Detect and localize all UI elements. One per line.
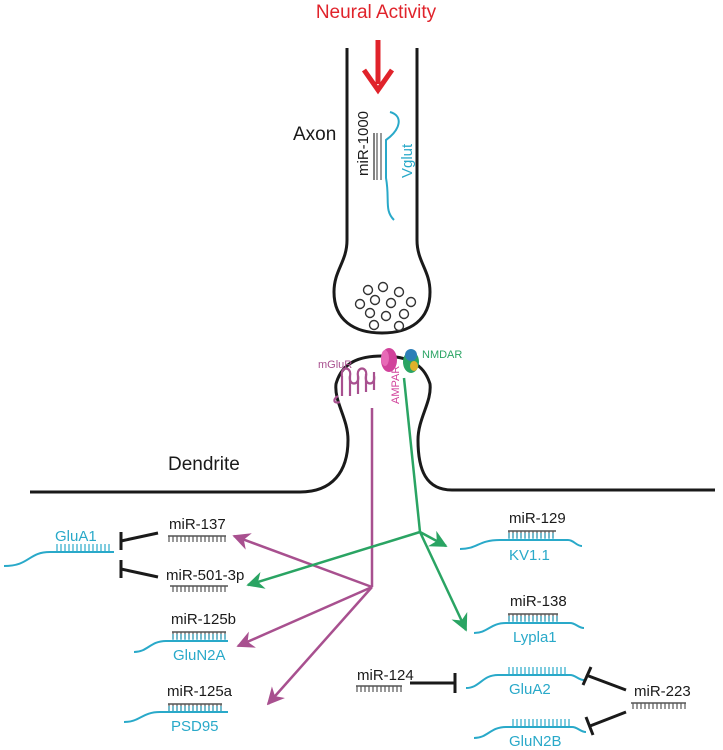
glua2-label: GluA2 xyxy=(509,681,551,698)
vglut-label: Vglut xyxy=(399,143,416,178)
glua2-mrna: GluA2 xyxy=(465,667,585,698)
mglur-pathway xyxy=(232,408,374,706)
activity-arrow xyxy=(361,40,395,95)
psd95-label: PSD95 xyxy=(171,718,219,735)
mir-223: miR-223 xyxy=(581,666,691,736)
mir-125a-label: miR-125a xyxy=(167,683,233,700)
glun2a-label: GluN2A xyxy=(173,647,226,664)
ampar-label: AMPAR xyxy=(390,366,402,404)
kv11-label: KV1.1 xyxy=(509,547,550,564)
psd95-unit: miR-125a PSD95 xyxy=(123,683,233,735)
mir-223-label: miR-223 xyxy=(634,683,691,700)
nmdar-label: NMDAR xyxy=(422,349,462,361)
synaptic-vesicles xyxy=(354,281,417,332)
mir-129-label: miR-129 xyxy=(509,510,566,527)
glun2b-label: GluN2B xyxy=(509,733,562,750)
mir-124: miR-124 xyxy=(356,667,457,693)
glun2b-mrna: GluN2B xyxy=(473,719,587,750)
mir-125b-label: miR-125b xyxy=(171,611,236,628)
mir-137: miR-137 xyxy=(168,516,226,542)
glua1-mrna: GluA1 xyxy=(3,528,114,567)
nmdar-receptor xyxy=(403,349,419,373)
mir-501-3p: miR-501-3p xyxy=(166,567,244,592)
mir-137-label: miR-137 xyxy=(169,516,226,533)
lypla1-unit: miR-138 Lypla1 xyxy=(473,593,585,646)
lypla1-label: Lypla1 xyxy=(513,629,557,646)
dendrite-label: Dendrite xyxy=(168,454,240,475)
mir-501-3p-label: miR-501-3p xyxy=(166,567,244,584)
kv11-unit: miR-129 KV1.1 xyxy=(459,510,583,564)
neural-activity-label: Neural Activity xyxy=(316,2,437,23)
nmdar-pathway xyxy=(246,377,468,632)
mglur-label: mGluR xyxy=(318,359,352,371)
axon-membrane xyxy=(332,48,432,335)
mir-124-label: miR-124 xyxy=(357,667,414,684)
mir-138-label: miR-138 xyxy=(510,593,567,610)
glun2a-unit: miR-125b GluN2A xyxy=(133,611,236,664)
ampar-receptor xyxy=(381,348,397,372)
glua1-inhibition xyxy=(119,531,159,579)
axon-label: Axon xyxy=(293,124,336,145)
glua1-label: GluA1 xyxy=(55,528,97,545)
mglur-receptor xyxy=(333,367,376,404)
mir-1000-vglut: miR-1000 Vglut xyxy=(355,111,416,221)
mir-1000-label: miR-1000 xyxy=(355,111,372,176)
